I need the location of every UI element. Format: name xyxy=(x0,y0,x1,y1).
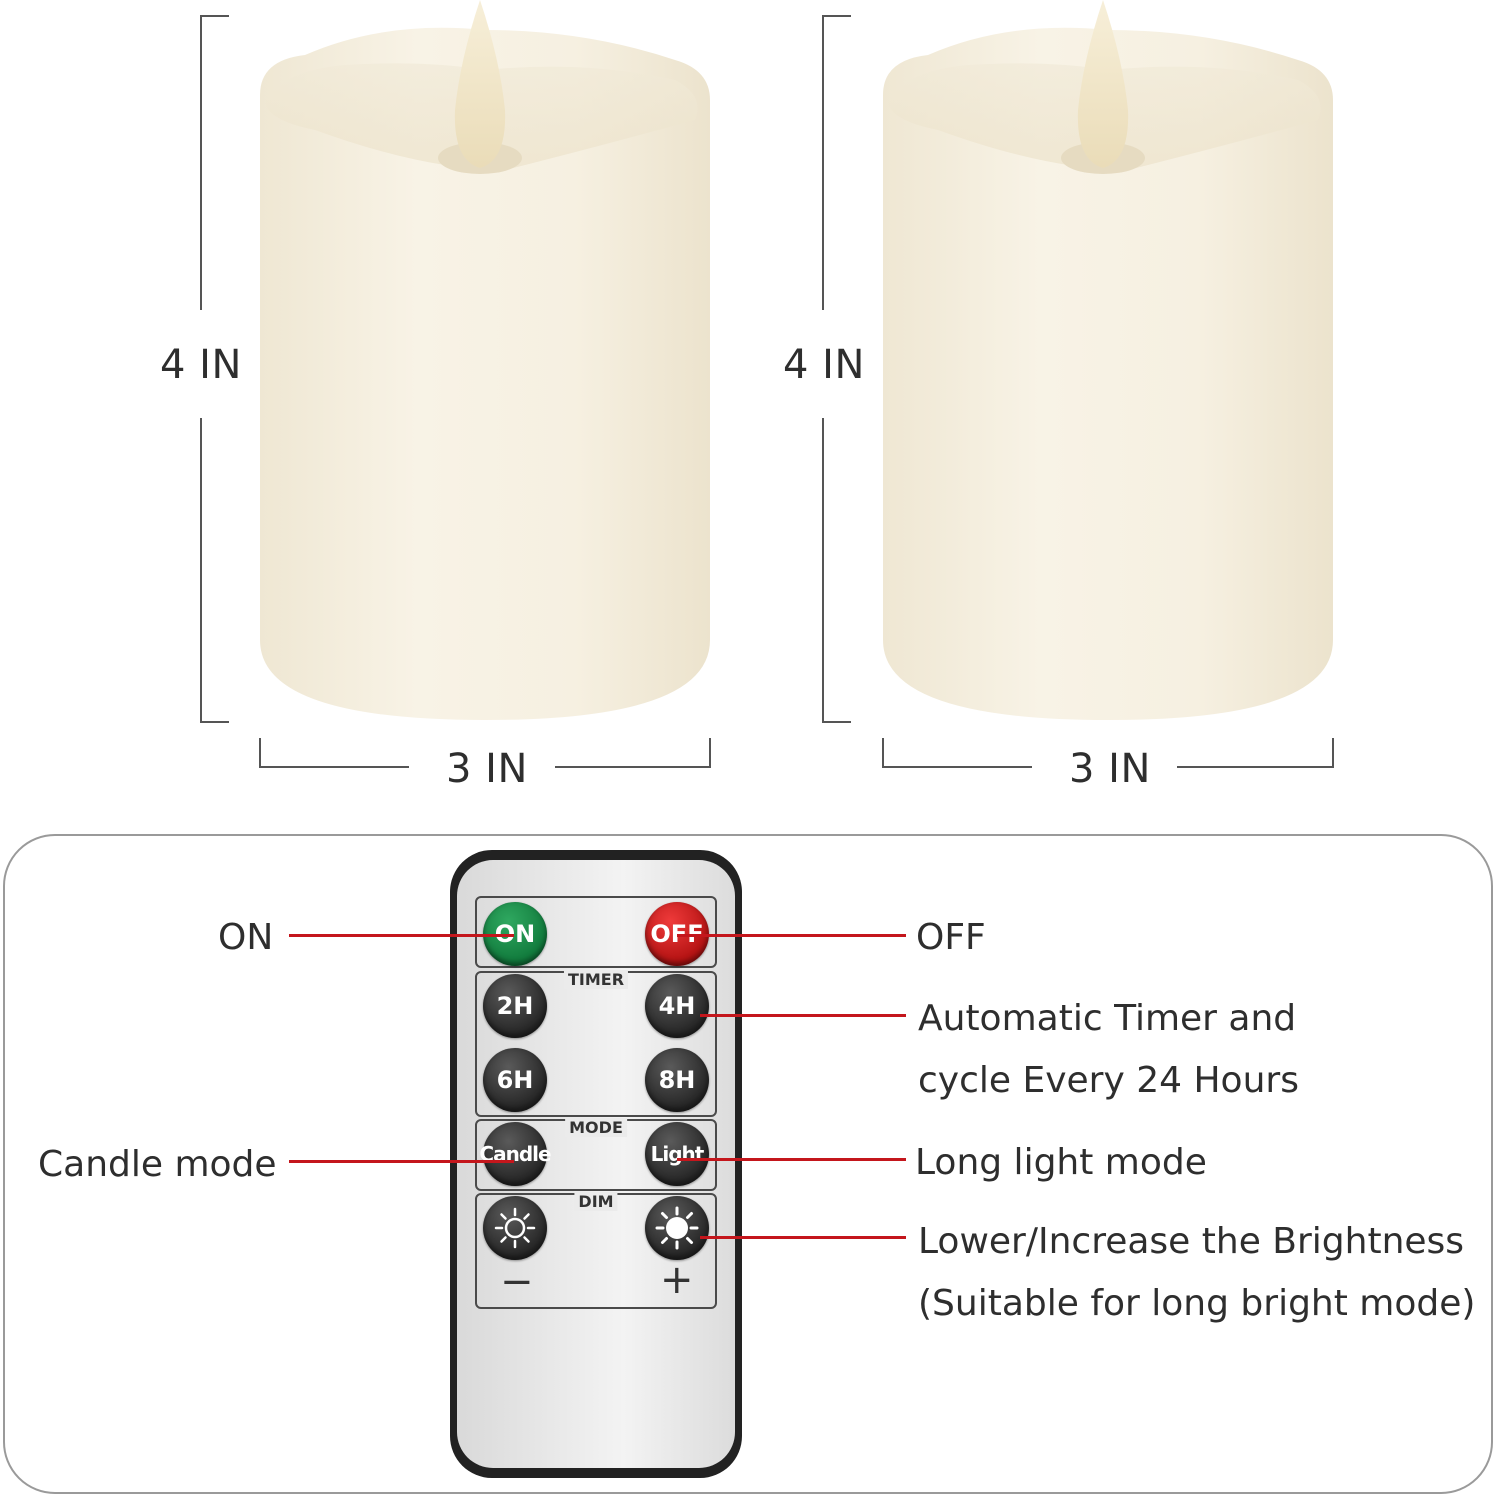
light-mode-button[interactable]: Light xyxy=(645,1122,709,1186)
timer-6h-button[interactable]: 6H xyxy=(483,1048,547,1112)
candle-right xyxy=(878,0,1338,721)
brightness-callout-label: Lower/Increase the Brightness (Suitable … xyxy=(918,1211,1475,1335)
brightness-callout-line xyxy=(700,1236,906,1239)
brightness-callout-line2: (Suitable for long bright mode) xyxy=(918,1282,1476,1324)
remote-control: TIMER MODE DIM ON OFF 2H 4H 6H 8H Candle… xyxy=(450,850,742,1478)
timer-callout-line2: cycle Every 24 Hours xyxy=(918,1059,1299,1101)
timer-4h-button[interactable]: 4H xyxy=(645,974,709,1038)
dim-title: DIM xyxy=(574,1192,618,1211)
plus-sign: + xyxy=(660,1257,694,1303)
sun-outline-icon xyxy=(494,1207,536,1249)
mode-title: MODE xyxy=(565,1118,627,1137)
light-mode-callout-line xyxy=(677,1158,906,1161)
dim-increase-button[interactable] xyxy=(645,1196,709,1260)
timer-2h-button[interactable]: 2H xyxy=(483,974,547,1038)
remote-panel xyxy=(3,834,1493,1494)
light-mode-callout-label: Long light mode xyxy=(915,1142,1207,1183)
on-callout-line xyxy=(289,934,514,937)
height-label-right: 4 IN xyxy=(783,342,865,388)
off-callout-label: OFF xyxy=(916,917,986,958)
candle-left xyxy=(255,0,715,721)
timer-8h-button[interactable]: 8H xyxy=(645,1048,709,1112)
on-callout-label: ON xyxy=(218,917,274,958)
sun-filled-icon xyxy=(655,1206,699,1250)
dim-lower-button[interactable] xyxy=(483,1196,547,1260)
width-label-right: 3 IN xyxy=(1069,746,1151,792)
timer-title: TIMER xyxy=(563,970,629,989)
minus-sign: − xyxy=(500,1259,534,1305)
off-callout-line xyxy=(677,934,906,937)
width-label-left: 3 IN xyxy=(446,746,528,792)
candle-mode-callout-label: Candle mode xyxy=(38,1144,277,1185)
timer-callout-line1: Automatic Timer and xyxy=(918,998,1297,1039)
timer-callout-line xyxy=(700,1014,906,1017)
brightness-callout-line1: Lower/Increase the Brightness xyxy=(918,1221,1465,1262)
height-label-left: 4 IN xyxy=(160,342,242,388)
candle-mode-callout-line xyxy=(289,1160,514,1163)
power-group xyxy=(475,896,717,968)
timer-callout-label: Automatic Timer and cycle Every 24 Hours xyxy=(918,988,1299,1112)
candle-mode-button[interactable]: Candle xyxy=(479,1122,552,1186)
